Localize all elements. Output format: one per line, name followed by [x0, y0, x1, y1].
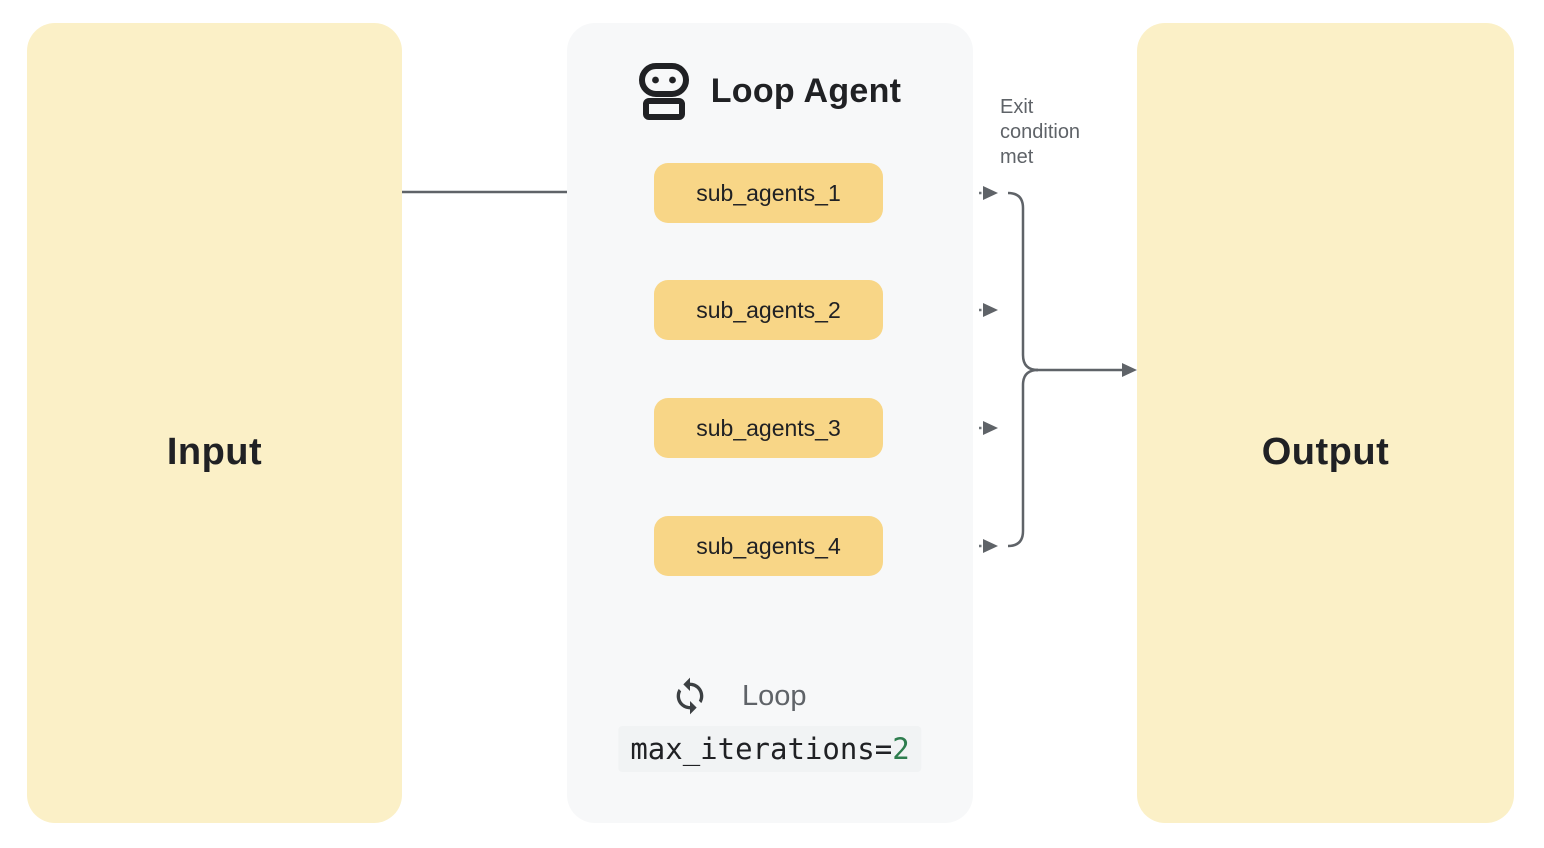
sub-agent-label: sub_agents_1	[696, 179, 841, 206]
code-value: 2	[892, 732, 910, 766]
sub-agent-label: sub_agents_3	[696, 414, 841, 441]
output-arrow	[1036, 363, 1137, 377]
loop-footer: Loop	[670, 675, 807, 717]
max-iterations-code: max_iterations=2	[618, 726, 922, 772]
output-box: Output	[1137, 23, 1514, 823]
sub-agent-box-3: sub_agents_3	[654, 398, 883, 458]
loop-agent-title: Loop Agent	[710, 72, 902, 110]
sub-agent-box-4: sub_agents_4	[654, 516, 883, 576]
merge-bracket	[1007, 191, 1039, 548]
input-label: Input	[166, 430, 263, 473]
robot-icon	[638, 63, 689, 120]
sub-agent-box-2: sub_agents_2	[654, 280, 883, 340]
sub-agent-label: sub_agents_2	[696, 296, 841, 323]
loop-icon	[676, 677, 704, 715]
exit-condition-label: Exit condition met	[1000, 96, 1081, 168]
sub-agent-box-1: sub_agents_1	[654, 163, 883, 223]
output-label: Output	[1261, 430, 1390, 473]
code-prefix: max_iterations=	[630, 732, 893, 766]
input-box: Input	[27, 23, 402, 823]
loop-label: Loop	[742, 679, 807, 712]
loop-agent-header: Loop Agent	[567, 63, 973, 120]
loop-agent-panel: Loop Agent sub_agents_1 sub_agents_2 sub…	[567, 23, 973, 823]
sub-agent-label: sub_agents_4	[696, 532, 841, 559]
